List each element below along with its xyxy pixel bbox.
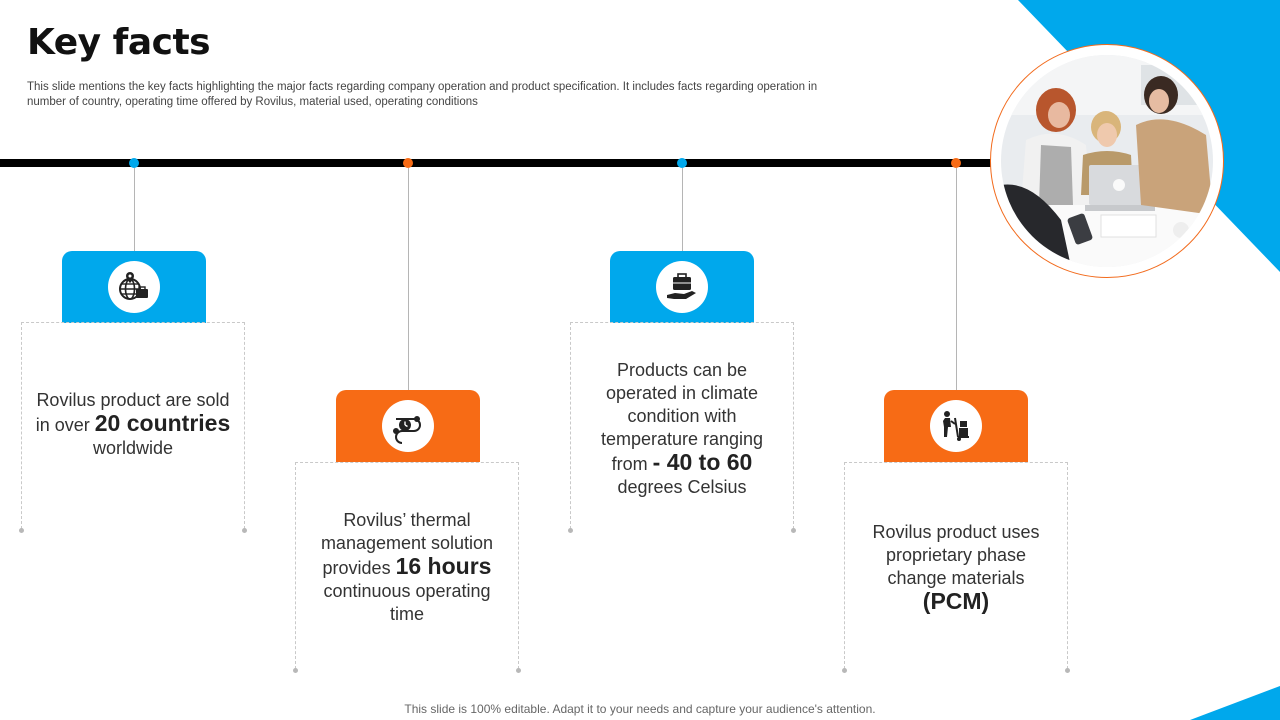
connector-line-4	[956, 168, 957, 390]
corner-accent-bottom-right	[1190, 686, 1280, 720]
fact-tab-4	[884, 390, 1028, 462]
globe-briefcase-icon	[108, 261, 160, 313]
page-title: Key facts	[27, 22, 211, 63]
card-corner-dot	[842, 668, 847, 673]
footer-note: This slide is 100% editable. Adapt it to…	[404, 702, 876, 716]
fact-tab-1	[62, 251, 206, 323]
briefcase-hand-icon	[656, 261, 708, 313]
timeline-dot-1	[129, 158, 139, 168]
card-corner-dot	[516, 668, 521, 673]
team-meeting-photo	[1001, 55, 1213, 267]
card-corner-dot	[242, 528, 247, 533]
fact-tab-3	[610, 251, 754, 323]
card-corner-dot	[568, 528, 573, 533]
card-corner-dot	[1065, 668, 1070, 673]
fact-card-3: Products can be operated in climate cond…	[568, 322, 796, 533]
connector-line-1	[134, 168, 135, 251]
fact-card-2: Rovilus’ thermal management solution pro…	[293, 462, 521, 673]
hand-truck-icon	[930, 400, 982, 452]
fact-text-3: Products can be operated in climate cond…	[600, 360, 764, 497]
timeline-dot-2	[403, 158, 413, 168]
page-subtitle: This slide mentions the key facts highli…	[27, 81, 818, 108]
timeline-dot-3	[677, 158, 687, 168]
card-corner-dot	[791, 528, 796, 533]
process-timer-icon	[382, 400, 434, 452]
fact-text-2: Rovilus’ thermal management solution pro…	[320, 510, 494, 624]
fact-card-4: Rovilus product uses proprietary phase c…	[842, 462, 1070, 673]
fact-tab-2	[336, 390, 480, 462]
fact-card-1: Rovilus product are sold in over 20 coun…	[19, 322, 247, 533]
card-corner-dot	[19, 528, 24, 533]
fact-text-1: Rovilus product are sold in over 20 coun…	[35, 390, 231, 458]
card-corner-dot	[293, 668, 298, 673]
connector-line-3	[682, 168, 683, 251]
connector-line-2	[408, 168, 409, 390]
fact-text-4: Rovilus product uses proprietary phase c…	[872, 522, 1040, 614]
timeline-bar	[0, 159, 1000, 167]
timeline-dot-4	[951, 158, 961, 168]
team-photo-frame	[990, 44, 1224, 278]
